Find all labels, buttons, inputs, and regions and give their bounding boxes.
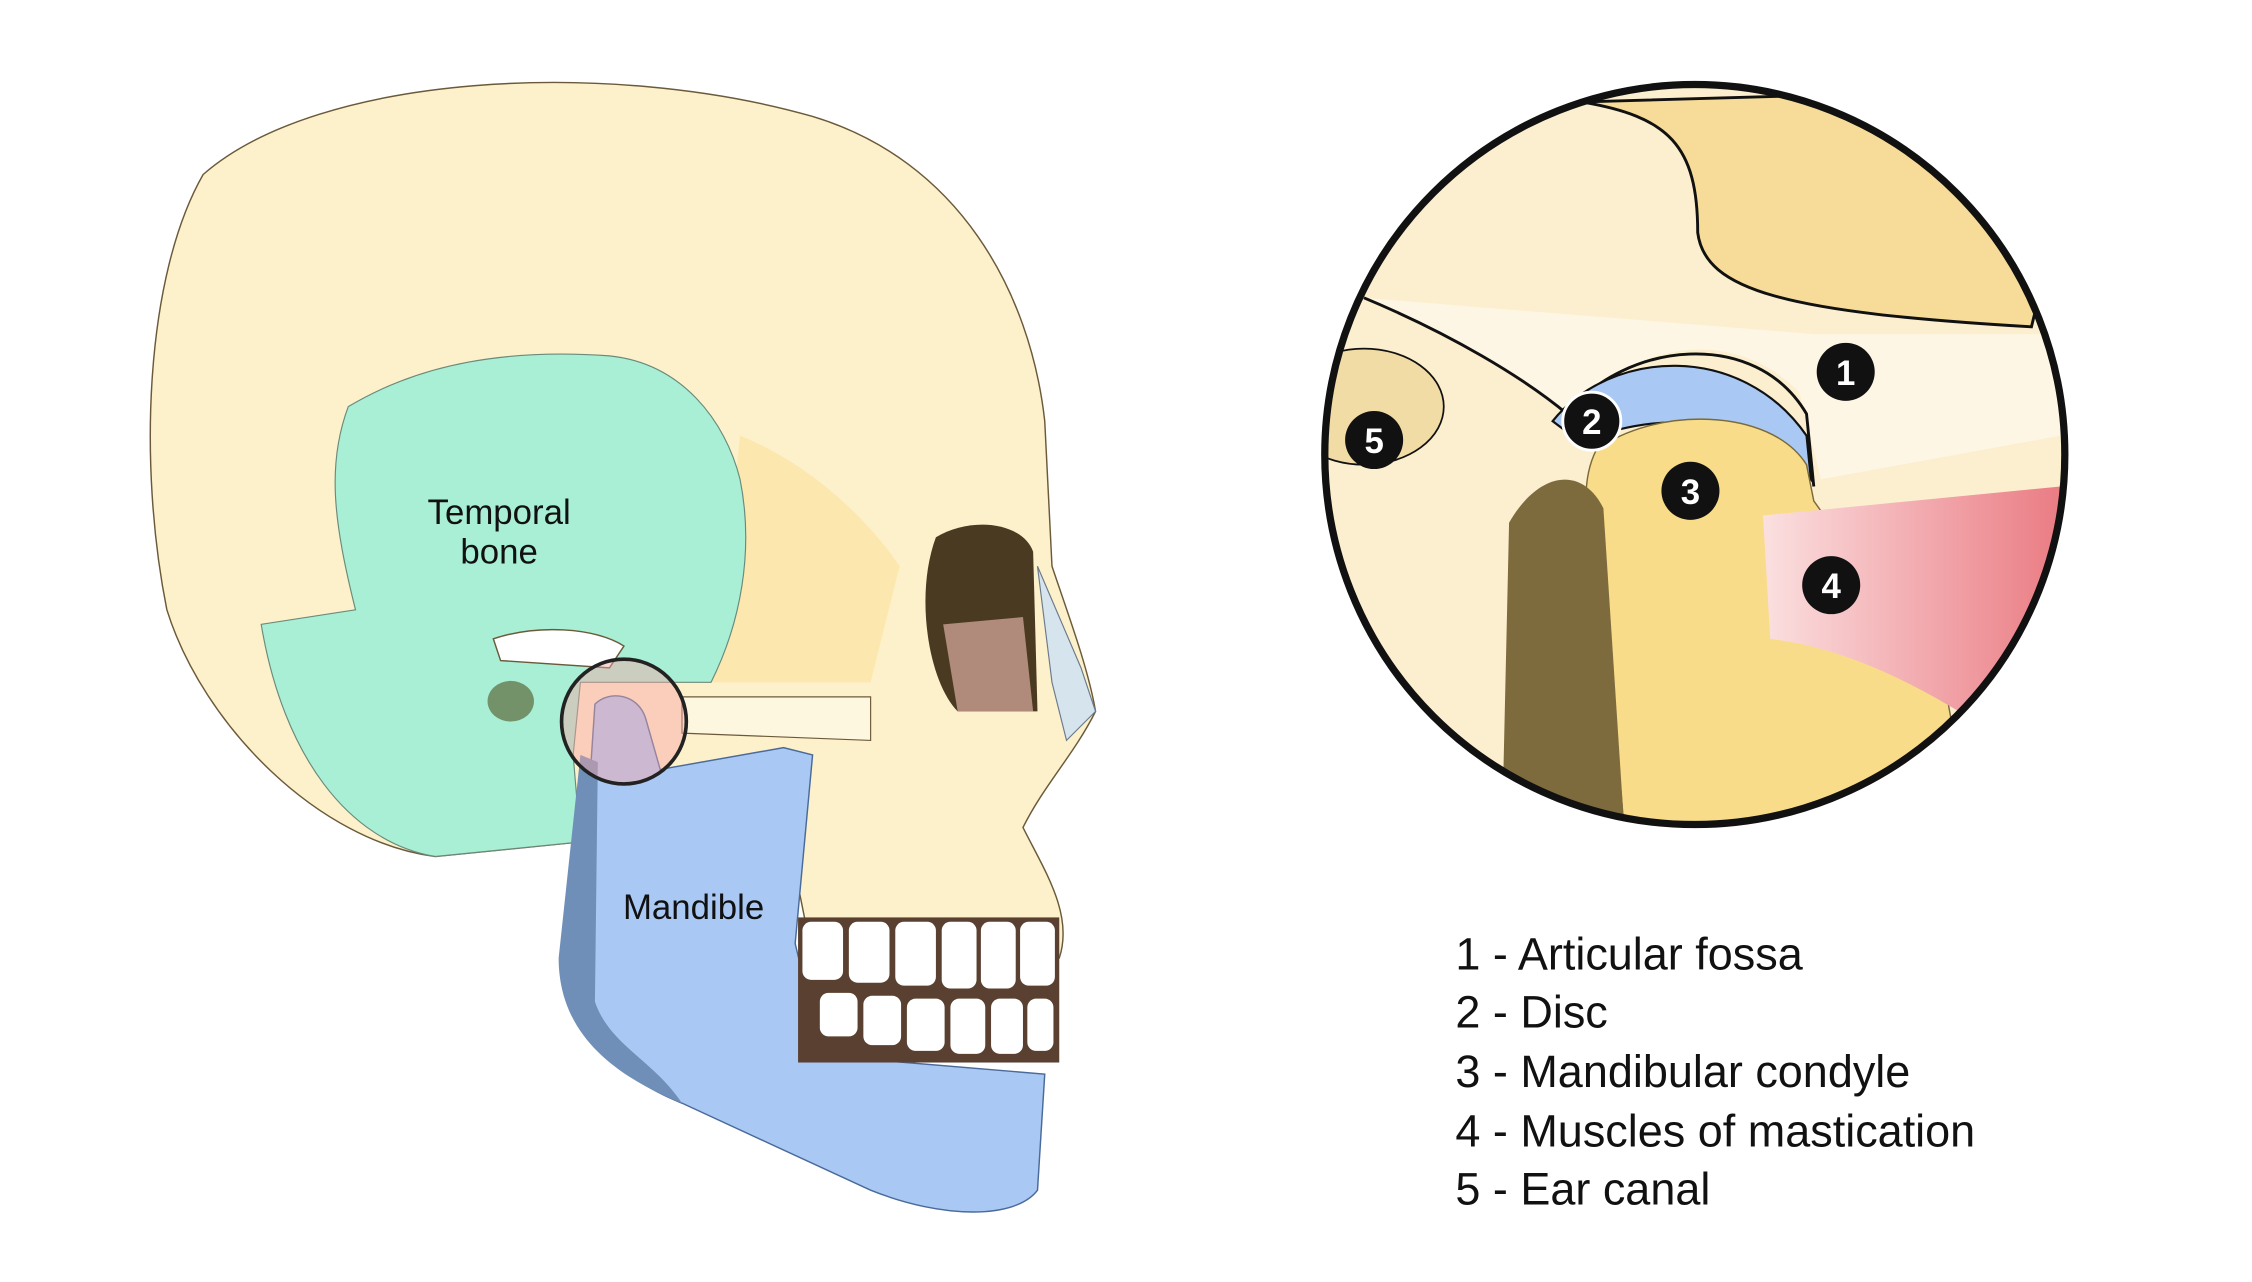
tmj-highlight-circle [559,657,689,786]
legend-item-3: 3 - Mandibular condyle [1455,1046,1910,1097]
mandible-shadow [558,754,682,1104]
legend-item-4: 4 - Muscles of mastication [1455,1106,1975,1157]
sphenoid-region [711,435,900,683]
callout-1: 1 [1816,342,1875,401]
temporal-bone-label-line2: bone [460,532,537,571]
zygomatic-bar [681,696,872,741]
callout-5: 5 [1345,411,1404,470]
skull-illustration [149,81,1097,1213]
legend-item-5: 5 - Ear canal [1455,1164,1710,1215]
svg-text:5: 5 [1364,422,1383,461]
svg-text:3: 3 [1681,473,1700,512]
teeth [798,917,1060,1063]
articular-disc [1551,364,1813,483]
callout-3: 3 [1661,461,1720,520]
callout-4: 4 [1802,556,1861,615]
magnifier-border [1321,80,2069,829]
svg-text:1: 1 [1836,354,1855,393]
mastication-muscle [1763,486,2061,712]
legend: 1 - Articular fossa 2 - Disc 3 - Mandibu… [1455,929,1975,1215]
coronoid-shadow [1501,479,1626,825]
svg-text:4: 4 [1822,567,1842,606]
legend-item-1: 1 - Articular fossa [1455,929,1803,980]
mandible-label: Mandible [623,888,764,927]
temporal-bone [260,353,747,858]
svg-text:2: 2 [1582,403,1601,442]
legend-item-2: 2 - Disc [1455,987,1607,1038]
fossa-lower [1363,297,2065,480]
orbit-inner [943,617,1034,712]
callout-2: 2 [1561,390,1623,452]
ear-canal [487,680,534,722]
zygomatic-arch [492,628,625,669]
temporal-bone-label-line1: Temporal [428,493,571,532]
nasal-bone [1036,566,1097,742]
magnified-joint [1324,84,2065,825]
